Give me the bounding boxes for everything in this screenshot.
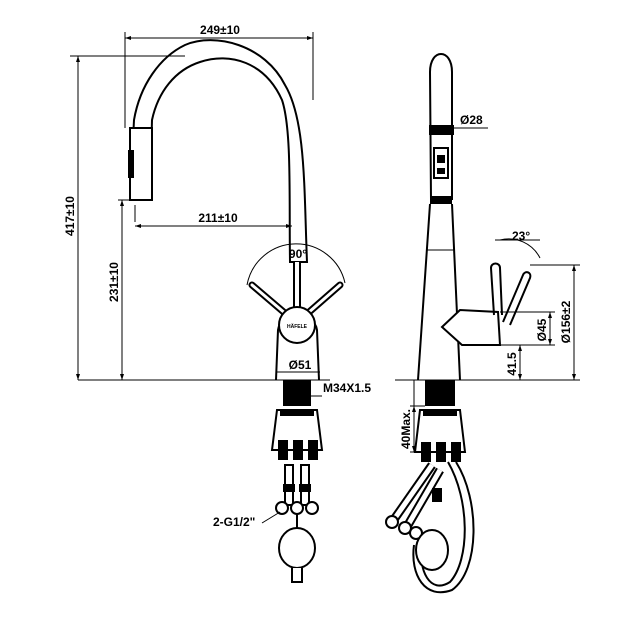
- dim-spray-head-diameter: Ø28: [460, 113, 483, 127]
- dim-overall-width: 249±10: [200, 23, 240, 37]
- dim-max-deck-thickness: 40Max.: [399, 409, 413, 449]
- dim-overall-height: 417±10: [63, 196, 77, 236]
- front-threaded-shank: [283, 380, 311, 406]
- side-pullout-hose: [412, 461, 475, 594]
- side-threaded-shank: [425, 380, 455, 406]
- side-lever: [489, 262, 503, 316]
- front-lever-hub: [278, 306, 316, 344]
- side-body: [417, 203, 461, 381]
- dim-lever-base-offset: 41.5: [505, 352, 519, 376]
- side-view: Ø28 23° Ø45 Ø156±2 41.5 40Max.: [385, 53, 580, 594]
- front-dimension-lines: [70, 32, 320, 380]
- dim-lever-tilt: 23°: [512, 229, 530, 243]
- side-lever-angle-arc: [495, 238, 541, 259]
- side-spray-band: [429, 125, 454, 135]
- brand-logo: HÄFELE: [287, 323, 308, 330]
- side-lever-tilted: [502, 271, 532, 326]
- side-lever-hub: [440, 308, 502, 346]
- front-hose-weight: [278, 527, 316, 569]
- dim-spout-height: 231±10: [107, 262, 121, 302]
- dim-lever-angle: 90°: [289, 247, 307, 261]
- side-inlet-hoses: [385, 462, 444, 540]
- dim-inlet-hoses: 2-G1/2": [213, 515, 255, 529]
- lever-angle-arc: [246, 243, 346, 286]
- dim-base-diameter: Ø51: [289, 358, 312, 372]
- side-mounting-nut: [413, 409, 467, 453]
- dim-lever-hub-diameter: Ø45: [535, 318, 549, 341]
- dim-spout-reach: 211±10: [198, 211, 238, 225]
- front-hose-fitting-mid: [290, 501, 304, 515]
- side-hose-weight: [415, 529, 449, 571]
- dim-lever-height: Ø156±2: [559, 300, 573, 343]
- front-hose-fitting-left: [275, 501, 289, 515]
- front-view: HÄFELE: [63, 23, 371, 583]
- side-spray-head: [428, 53, 453, 201]
- front-hose-fitting-right: [305, 501, 319, 515]
- dim-thread: M34X1.5: [323, 381, 371, 395]
- front-spout-outer: [128, 39, 309, 263]
- front-spray-button: [128, 150, 134, 178]
